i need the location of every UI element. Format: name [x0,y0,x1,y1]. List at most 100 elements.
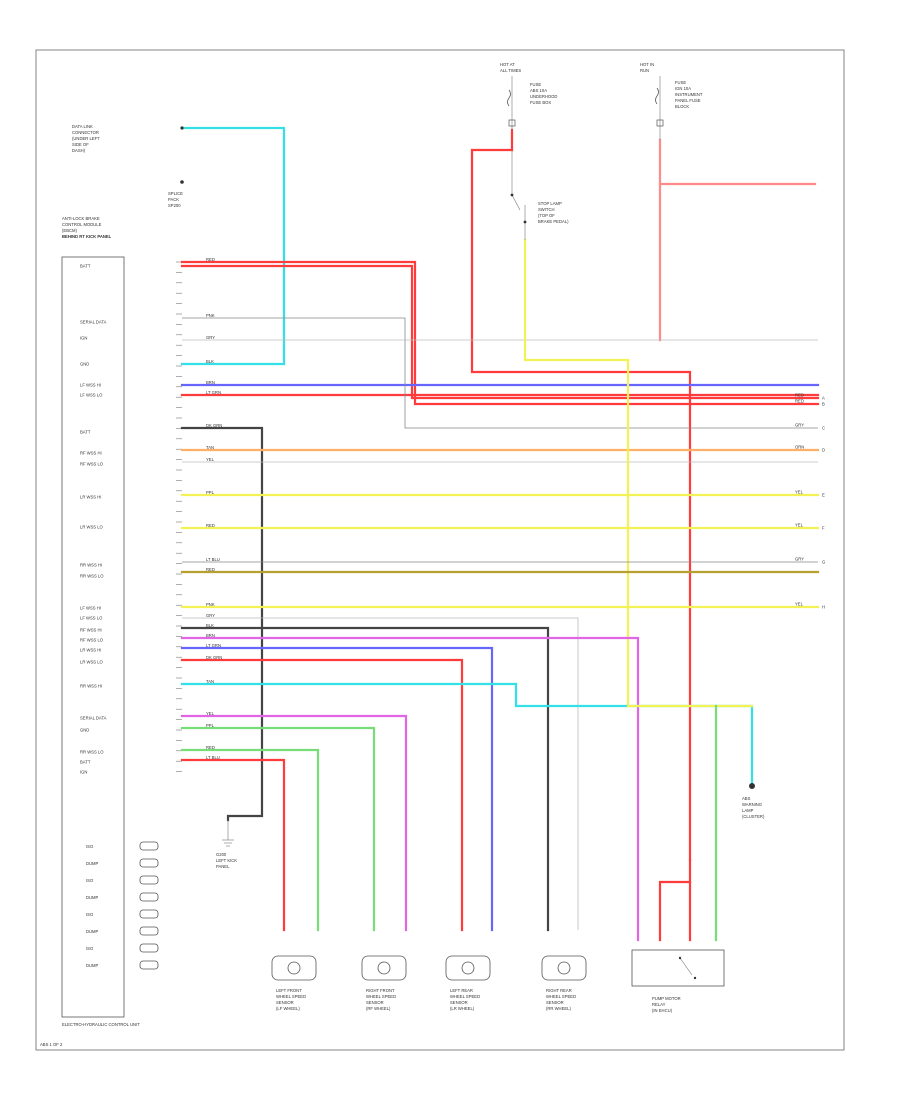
label-line: FUSE BOX [530,100,551,105]
pin-label: LF WSS LO [80,393,103,398]
pin-label: SERIAL DATA [80,716,107,721]
valve-icon [139,960,159,970]
label-line: (UNDER LEFT [72,136,100,141]
wire-color-tag: PPL [206,490,215,495]
valve-label: ISO [86,912,94,917]
abs-warning-lamp-label: ABS WARNING LAMP (CLUSTER) [742,796,765,819]
wire-color-tag: PNK [206,313,215,318]
right-terminal-note: A [822,396,825,401]
wire [180,748,320,932]
label-line: RUN [640,68,649,73]
wire-color-tag: YEL [206,711,215,716]
fuse-left-symbol [507,76,516,130]
wire-color-tag: RED [206,257,215,262]
sensor-label-line: (RR WHEEL) [546,1006,571,1011]
sensor-label-line: SENSOR [276,1000,294,1005]
wire-color-tag: BLK [206,623,214,628]
wire-color-tag: RED [206,567,215,572]
pump-motor-relay: PUMP MOTOR RELAY (IN EHCU) [631,949,725,1013]
label-line: HOT IN [640,62,654,67]
wire [180,260,820,406]
right-terminal-wire-label: GRY [795,557,804,562]
pin-label: RR WSS HI [80,563,102,568]
pin-label: LF WSS LO [80,616,103,621]
wire-color-tag: TAN [206,679,214,684]
sensor-label-line: SENSOR [450,1000,468,1005]
sensor-label-line: (LF WHEEL) [276,1006,300,1011]
stop-lamp-switch-symbol [510,150,527,240]
wire-color-tag: DK GRN [206,655,222,660]
wire-color-tag: LT GRN [206,390,221,395]
wire [470,148,692,862]
right-terminal-note: D [822,448,825,453]
abs-module-title-line: (EBCM) [62,228,77,233]
sensor-label-line: RIGHT FRONT [366,988,395,993]
label-line: RELAY [652,1002,666,1007]
wire [180,426,264,822]
wire-color-tag: BLK [206,359,214,364]
label-line: G200 [216,852,227,857]
pin-label: BATT [80,264,91,269]
sensor-label-line: WHEEL SPEED [546,994,576,999]
wire [523,238,630,708]
pin-label: LR WSS LO [80,525,104,530]
valve-icon [139,909,159,919]
label-line: INSTRUMENT [675,92,703,97]
right-terminal-wire-label: YEL [795,602,804,607]
valve-label: DUMP [86,895,99,900]
stop-lamp-switch-label: STOP LAMP SWITCH (TOP OF BRAKE PEDAL) [538,201,569,224]
sensor-label-line: SENSOR [366,1000,384,1005]
label-line: DASH) [72,148,86,153]
fuse-left-label: HOT AT ALL TIMES FUSE ABS 10A UNDERHOOD … [500,62,557,105]
abs-module-title-line: CONTROL MODULE [62,222,102,227]
wire-color-tag: LT GRN [206,643,221,648]
label-line: SIDE OF [72,142,89,147]
label-line: BRAKE PEDAL) [538,219,569,224]
abs-module-box [61,256,125,1018]
label-line: ABS 10A [530,88,547,93]
valve-label: ISO [86,878,94,883]
right-terminal-note: B [822,402,825,407]
abs-module-title-line: BEHIND RT KICK PANEL [62,234,112,239]
label-line: PACK [168,197,179,202]
connector-dot [180,126,184,130]
valve-icon [139,841,159,851]
label-line: LEFT KICK [216,858,237,863]
ehcu-footer-label: ELECTRO-HYDRAULIC CONTROL UNIT [62,1022,140,1027]
label-line: PANEL FUSE [675,98,701,103]
wire-color-tag: GRY [206,613,215,618]
label-line: PANEL [216,864,230,869]
label-line: UNDERHOOD [530,94,557,99]
connector-dot [180,180,184,184]
sensor-label-line: WHEEL SPEED [366,994,396,999]
right-terminal-wire-label: RED [795,399,804,404]
wire-color-tag: PPL [206,723,215,728]
label-line: BLOCK [675,104,689,109]
valve-label: ISO [86,946,94,951]
label-line: (IN EHCU) [652,1008,673,1013]
pin-label: IGN [80,770,87,775]
sensor-label-line: WHEEL SPEED [276,994,306,999]
ground-label: G200 LEFT KICK PANEL [216,852,237,869]
pin-label: LR WSS HI [80,495,101,500]
pin-label: GND [80,728,89,733]
wire [180,126,286,366]
label-line: ABS [742,796,751,801]
wire [180,658,464,932]
sensor-label-line: LEFT FRONT [276,988,302,993]
sensor-label-line: (LR WHEEL) [450,1006,475,1011]
wire-color-tag: LT BLU [206,755,220,760]
valve-icon [139,858,159,868]
wire-color-tag: YEL [206,457,215,462]
sensor-label-line: LEFT REAR [450,988,473,993]
right-terminal-wire-label: GRY [795,423,804,428]
right-terminal-wire-label: YEL [795,490,804,495]
pin-label: BATT [80,430,91,435]
valve-icon [139,926,159,936]
